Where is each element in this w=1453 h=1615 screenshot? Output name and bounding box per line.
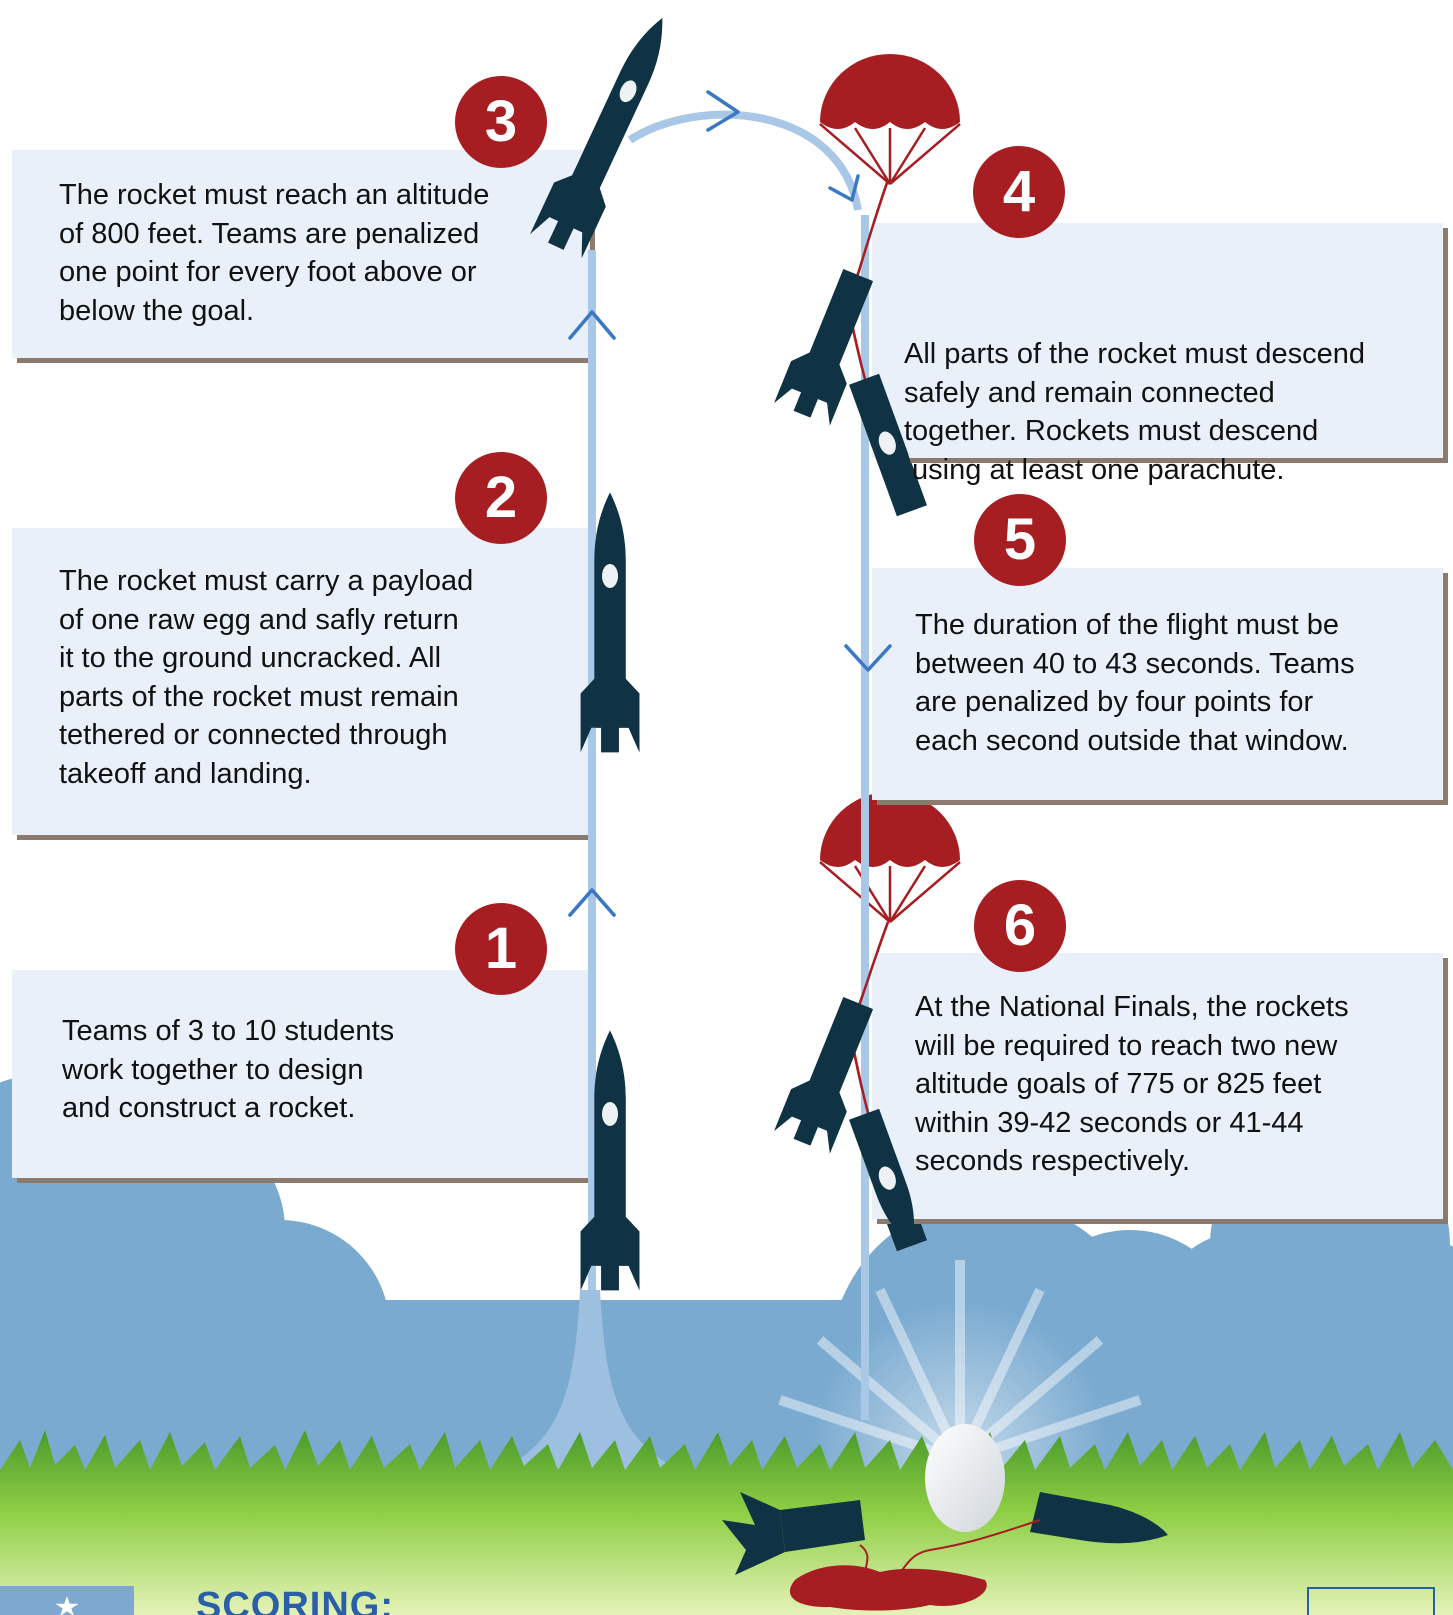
footer-frame	[1307, 1587, 1435, 1615]
parachute-icon	[818, 790, 962, 924]
arrow-right-icon	[706, 90, 740, 132]
step-1-badge: 1	[455, 903, 547, 995]
egg-icon	[925, 1424, 1005, 1532]
landed-rocket	[722, 1492, 1168, 1611]
step-2-badge: 2	[455, 452, 547, 544]
step-card-1	[12, 970, 590, 1178]
step-card-2	[12, 528, 590, 835]
step-card-6	[872, 953, 1443, 1219]
scoring-heading: SCORING:	[196, 1585, 394, 1615]
step-4-badge: 4	[973, 146, 1065, 238]
parachute-icon	[789, 1565, 987, 1611]
step-card-3	[12, 150, 590, 358]
step-6-badge: 6	[974, 880, 1066, 972]
launch-plume	[500, 1290, 680, 1470]
step-card-4	[872, 223, 1443, 458]
step-card-5	[872, 568, 1443, 800]
flight-path	[588, 110, 869, 1420]
step-3-badge: 3	[455, 76, 547, 168]
step-5-badge: 5	[974, 494, 1066, 586]
